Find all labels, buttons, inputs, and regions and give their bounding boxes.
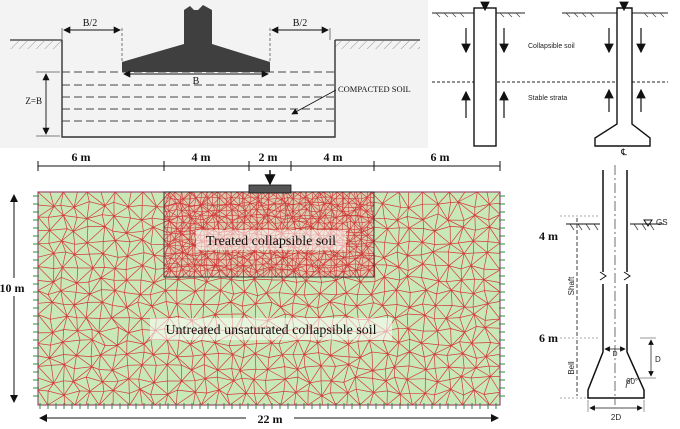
dim-label-2: 4 m bbox=[192, 150, 211, 164]
untreated-label-backdrop bbox=[150, 318, 392, 340]
ground-surface-symbol bbox=[643, 219, 653, 227]
footing-plate bbox=[248, 184, 292, 194]
half-width-right-label: B/2 bbox=[293, 18, 307, 29]
treated-zone-label: Treated collapsible soil bbox=[206, 234, 336, 249]
half-width-left-label: B/2 bbox=[83, 18, 97, 29]
bell-depth-label: 6 m bbox=[539, 331, 558, 345]
boundary-supports bbox=[33, 195, 505, 409]
dim-label-1: 6 m bbox=[72, 150, 91, 164]
dim-label-3: 2 m bbox=[259, 150, 278, 164]
footing-panel: B/2 B/2 B Z=B COMPACTED SOIL bbox=[0, 0, 428, 148]
straight-pile bbox=[473, 7, 497, 147]
depth-label: Z=B bbox=[25, 96, 42, 106]
dim-label-4: 4 m bbox=[324, 150, 343, 164]
compacted-soil-label: COMPACTED SOIL bbox=[338, 84, 411, 94]
width-label: B bbox=[193, 76, 200, 87]
piles-panel: Collapsible soil Stable strata ℄ bbox=[432, 1, 668, 157]
height-label: 10 m bbox=[0, 281, 25, 295]
angle-arc bbox=[625, 377, 633, 389]
width-label-backdrop bbox=[246, 410, 294, 426]
bell-pile-panel: GS Shaft Bell 4 m 6 m D D 60° 2D bbox=[539, 165, 668, 422]
treated-label-backdrop bbox=[196, 230, 346, 250]
compacted-soil-pointer bbox=[291, 89, 337, 115]
angle-label: 60° bbox=[626, 377, 638, 386]
height-label-backdrop bbox=[0, 278, 24, 296]
shaft-diameter-label: D bbox=[612, 351, 617, 358]
footing-shape bbox=[122, 10, 270, 72]
ground-surface-label: GS bbox=[656, 218, 668, 227]
bell-label: Bell bbox=[567, 361, 576, 375]
untreated-zone-label: Untreated unsaturated collapsible soil bbox=[165, 323, 376, 338]
stable-strata-label: Stable strata bbox=[528, 95, 567, 102]
base-diameter-label: 2D bbox=[611, 413, 621, 422]
mesh-panel: 6 m 4 m 2 m 4 m 6 m Treated collapsible … bbox=[0, 150, 505, 426]
bell-outline bbox=[587, 338, 645, 399]
ground-hatch-right bbox=[335, 41, 420, 49]
shaft-label: Shaft bbox=[567, 276, 576, 295]
dim-label-5: 6 m bbox=[431, 150, 450, 164]
belled-pile bbox=[594, 7, 651, 147]
footing-column-break bbox=[184, 5, 212, 12]
collapsible-soil-label: Collapsible soil bbox=[528, 43, 575, 50]
shaft-depth-label: 4 m bbox=[539, 229, 558, 243]
width-label: 22 m bbox=[258, 412, 283, 426]
bell-height-label: D bbox=[655, 355, 661, 364]
excavation-outline bbox=[61, 40, 336, 138]
centerline-symbol: ℄ bbox=[620, 147, 627, 157]
ground-hatch-left bbox=[10, 41, 62, 49]
mesh-top-dimensions: 6 m 4 m 2 m 4 m 6 m bbox=[37, 150, 501, 171]
